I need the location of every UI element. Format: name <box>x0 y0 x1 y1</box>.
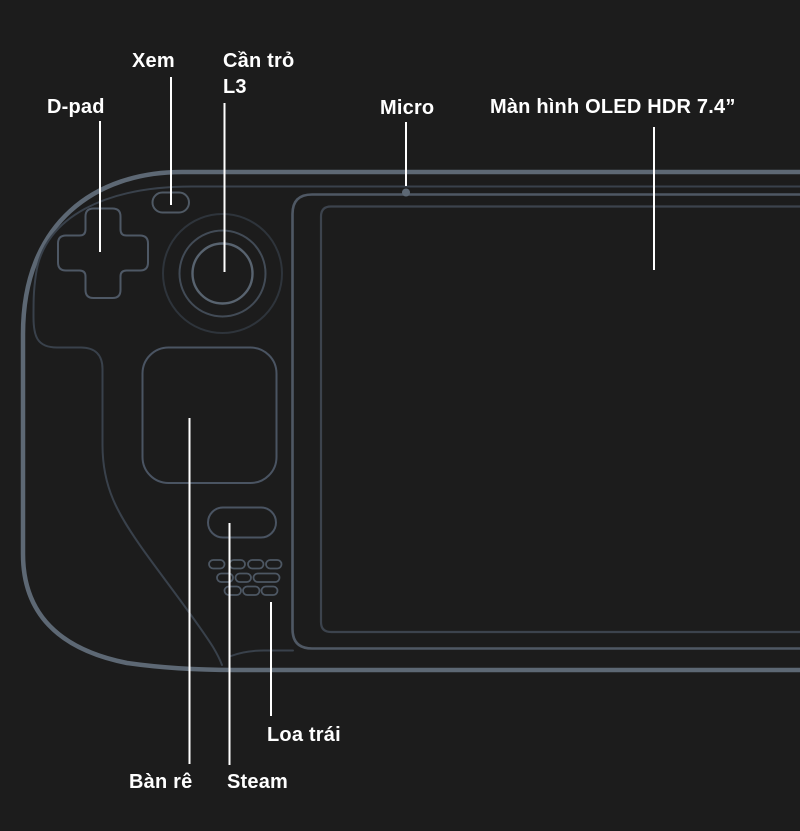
label-l3-stick: Cần trỏ L3 <box>223 50 295 98</box>
faceplate-bottom-line <box>230 649 294 657</box>
trackpad-shape <box>141 346 278 484</box>
screen-bezel <box>291 193 800 650</box>
label-view-button: Xem <box>132 50 175 72</box>
steam-button-shape <box>207 506 277 539</box>
dpad-shape <box>57 207 149 299</box>
label-microphone: Micro <box>380 97 435 119</box>
display-area <box>319 205 800 634</box>
label-screen: Màn hình OLED HDR 7.4” <box>490 96 736 118</box>
joystick-shape <box>162 213 283 334</box>
label-trackpad: Bàn rê <box>129 771 193 793</box>
label-steam-button: Steam <box>227 771 289 793</box>
label-left-speaker: Loa trái <box>267 724 341 746</box>
device-shell-outline <box>20 169 800 673</box>
speaker-grille <box>208 559 283 596</box>
callout-lines <box>99 77 655 765</box>
faceplate-contour <box>32 185 800 666</box>
label-dpad: D-pad <box>47 96 105 118</box>
microphone-dot <box>402 188 410 197</box>
